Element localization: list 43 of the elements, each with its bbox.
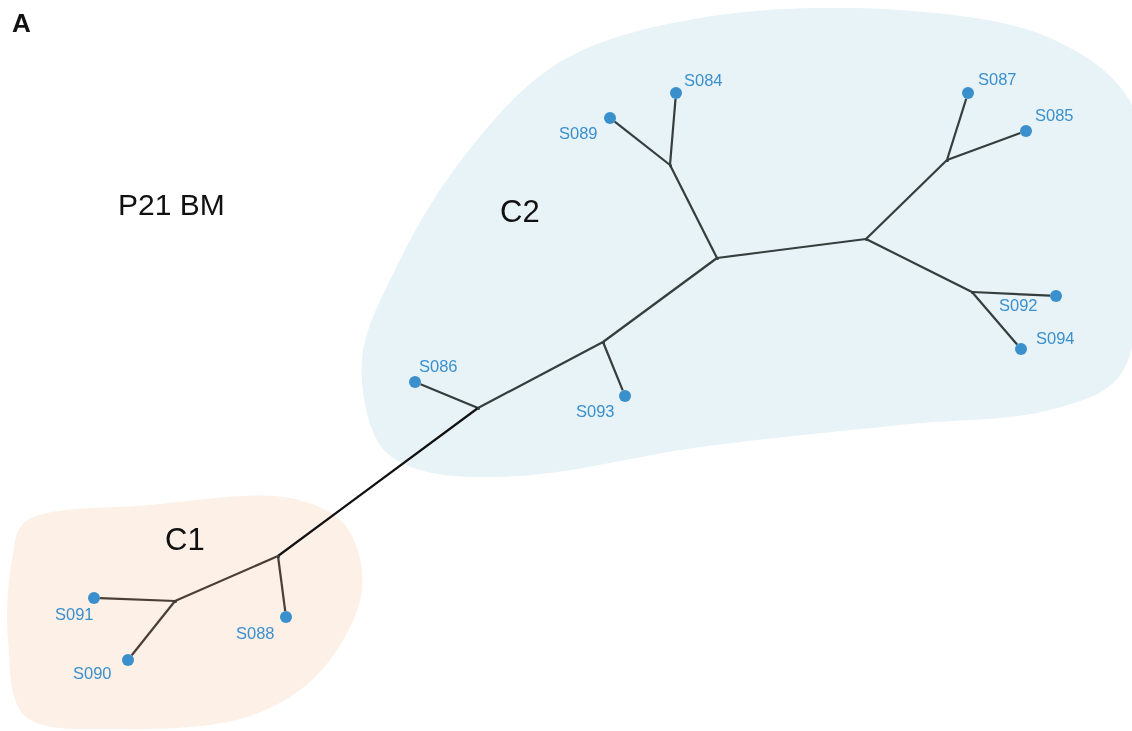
sample-label: S094: [1036, 330, 1075, 347]
sample-label: S085: [1035, 107, 1074, 124]
cluster-label: C1: [165, 524, 205, 555]
tree-branch: [669, 164, 718, 259]
tree-branch: [99, 597, 176, 603]
tree-branch: [668, 98, 677, 166]
branch-junction: [668, 163, 672, 167]
tree-branch: [276, 555, 287, 612]
tree-branch: [971, 290, 1051, 297]
branch-junction: [173, 599, 177, 603]
branch-junction: [945, 158, 949, 162]
panel-letter: A: [12, 10, 31, 36]
sample-label: S086: [419, 358, 458, 375]
sample-label: S088: [236, 625, 275, 642]
tree-branch: [716, 237, 867, 260]
branch-junction: [276, 554, 280, 558]
tree-branch: [277, 407, 479, 557]
sample-label: S087: [978, 71, 1017, 88]
sample-label: S089: [559, 125, 598, 142]
sample-label: S090: [73, 665, 112, 682]
cluster-label: C2: [500, 196, 540, 227]
branch-junction: [476, 406, 480, 410]
sample-label: S091: [55, 606, 94, 623]
tree-branch: [946, 132, 1021, 162]
tree-branch: [602, 257, 718, 343]
tree-branch: [602, 341, 624, 391]
sample-label: S084: [684, 72, 723, 89]
tree-branch: [865, 238, 973, 293]
tree-branch: [420, 383, 479, 409]
tree-branch: [614, 120, 671, 166]
tree-branch: [971, 291, 1018, 346]
tree-branch: [865, 159, 948, 240]
sample-label: S092: [999, 297, 1038, 314]
branch-junction: [864, 237, 868, 241]
sample-title: P21 BM: [118, 190, 225, 220]
branch-junction: [970, 290, 974, 294]
tree-branch: [174, 555, 279, 602]
tree-branch: [477, 341, 604, 409]
sample-label: S093: [576, 403, 615, 420]
tree-branch: [130, 600, 176, 656]
tree-branch: [945, 98, 968, 161]
branch-junction: [601, 340, 605, 344]
branch-junction: [715, 256, 719, 260]
